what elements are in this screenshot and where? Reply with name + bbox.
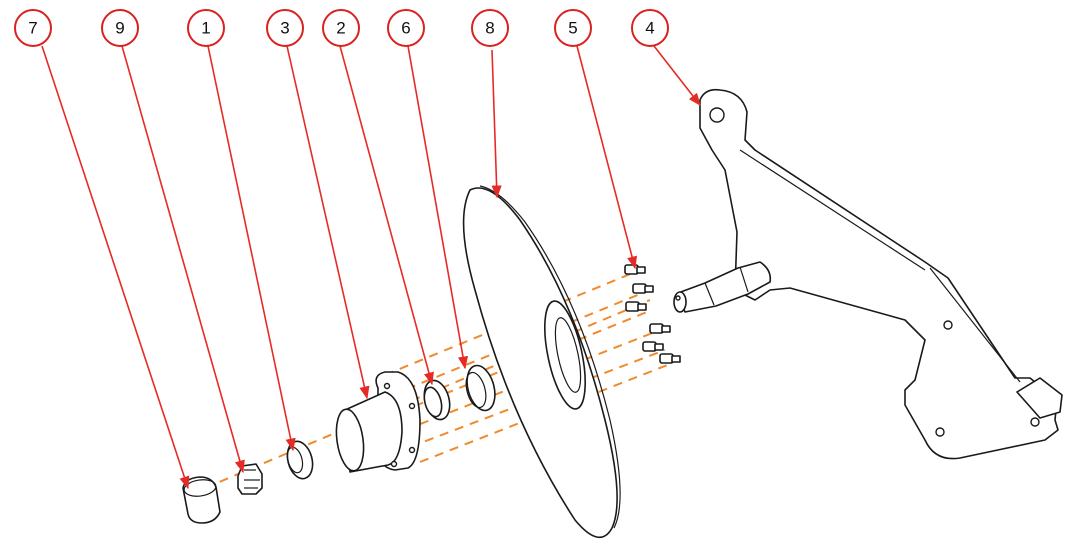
spindle-collar-2 xyxy=(739,266,749,293)
bracket-edge-line xyxy=(739,149,926,271)
svg-text:5: 5 xyxy=(568,19,577,38)
callout-3: 3 xyxy=(266,9,304,47)
leader-lines xyxy=(41,45,701,490)
spindle-end xyxy=(673,291,687,313)
bracket-arm xyxy=(673,88,1063,460)
disc-blade xyxy=(462,185,621,538)
leader-9 xyxy=(121,45,245,474)
callout-2: 2 xyxy=(322,9,360,47)
bolt xyxy=(649,323,671,334)
bracket-hole-low-left xyxy=(935,427,945,437)
bracket-hole-mid xyxy=(943,320,953,330)
bracket-hole-low-right xyxy=(1030,417,1040,427)
hub-bore xyxy=(335,408,365,472)
hub-bolt-hole xyxy=(383,382,391,390)
callout-4: 4 xyxy=(631,9,669,47)
svg-text:2: 2 xyxy=(336,19,345,38)
hub-bolt-hole xyxy=(390,460,398,468)
svg-text:7: 7 xyxy=(28,19,37,38)
svg-text:6: 6 xyxy=(401,19,410,38)
leader-7 xyxy=(41,45,190,490)
leader-2 xyxy=(339,45,434,386)
hub-bolt-hole xyxy=(408,446,416,454)
callout-7: 7 xyxy=(14,9,52,47)
bearing-cone xyxy=(286,440,314,480)
seal-ring xyxy=(465,364,496,412)
disc-hub-inner xyxy=(554,317,582,393)
callout-8: 8 xyxy=(471,9,509,47)
svg-text:1: 1 xyxy=(201,19,210,38)
hub-bolt-hole xyxy=(408,402,416,410)
callout-6: 6 xyxy=(387,9,425,47)
svg-text:3: 3 xyxy=(280,19,289,38)
bolt-axis-1 xyxy=(384,269,641,376)
callout-5: 5 xyxy=(554,9,592,47)
bolt xyxy=(625,301,647,312)
hub xyxy=(335,371,421,473)
bearing-inner xyxy=(423,386,443,418)
leader-8 xyxy=(491,49,502,199)
bolts xyxy=(624,264,681,364)
bolt xyxy=(642,341,664,352)
bolt xyxy=(632,283,654,294)
seal-ring-outer xyxy=(466,364,496,412)
spindle-collar-1 xyxy=(704,282,715,306)
callout-1: 1 xyxy=(187,9,225,47)
disc-hub-outer xyxy=(544,300,586,410)
leader-1 xyxy=(207,45,296,452)
bearing-cone-outer xyxy=(286,440,314,480)
bolt xyxy=(659,353,681,364)
leader-3 xyxy=(286,45,370,400)
seal-ring-inner xyxy=(465,371,487,409)
spindle-shaft xyxy=(677,261,772,313)
leader-5 xyxy=(576,45,638,270)
bracket-edge-line-2 xyxy=(929,267,1021,383)
leader-4 xyxy=(653,45,701,107)
disc-outline xyxy=(462,187,618,538)
leader-6 xyxy=(407,45,469,370)
dust-cap xyxy=(182,476,221,524)
dust-cap-rim xyxy=(183,479,217,497)
callout-9: 9 xyxy=(101,9,139,47)
svg-text:8: 8 xyxy=(485,19,494,38)
disc-rim-edge xyxy=(479,185,621,529)
bracket-top-hole xyxy=(709,107,725,123)
svg-text:4: 4 xyxy=(645,19,654,38)
spindle-pin xyxy=(675,295,681,301)
bracket-tab xyxy=(1016,377,1063,419)
dust-cap-body xyxy=(182,476,221,524)
callouts: 7 9 1 3 2 6 8 5 xyxy=(14,9,669,47)
svg-text:9: 9 xyxy=(115,19,124,38)
